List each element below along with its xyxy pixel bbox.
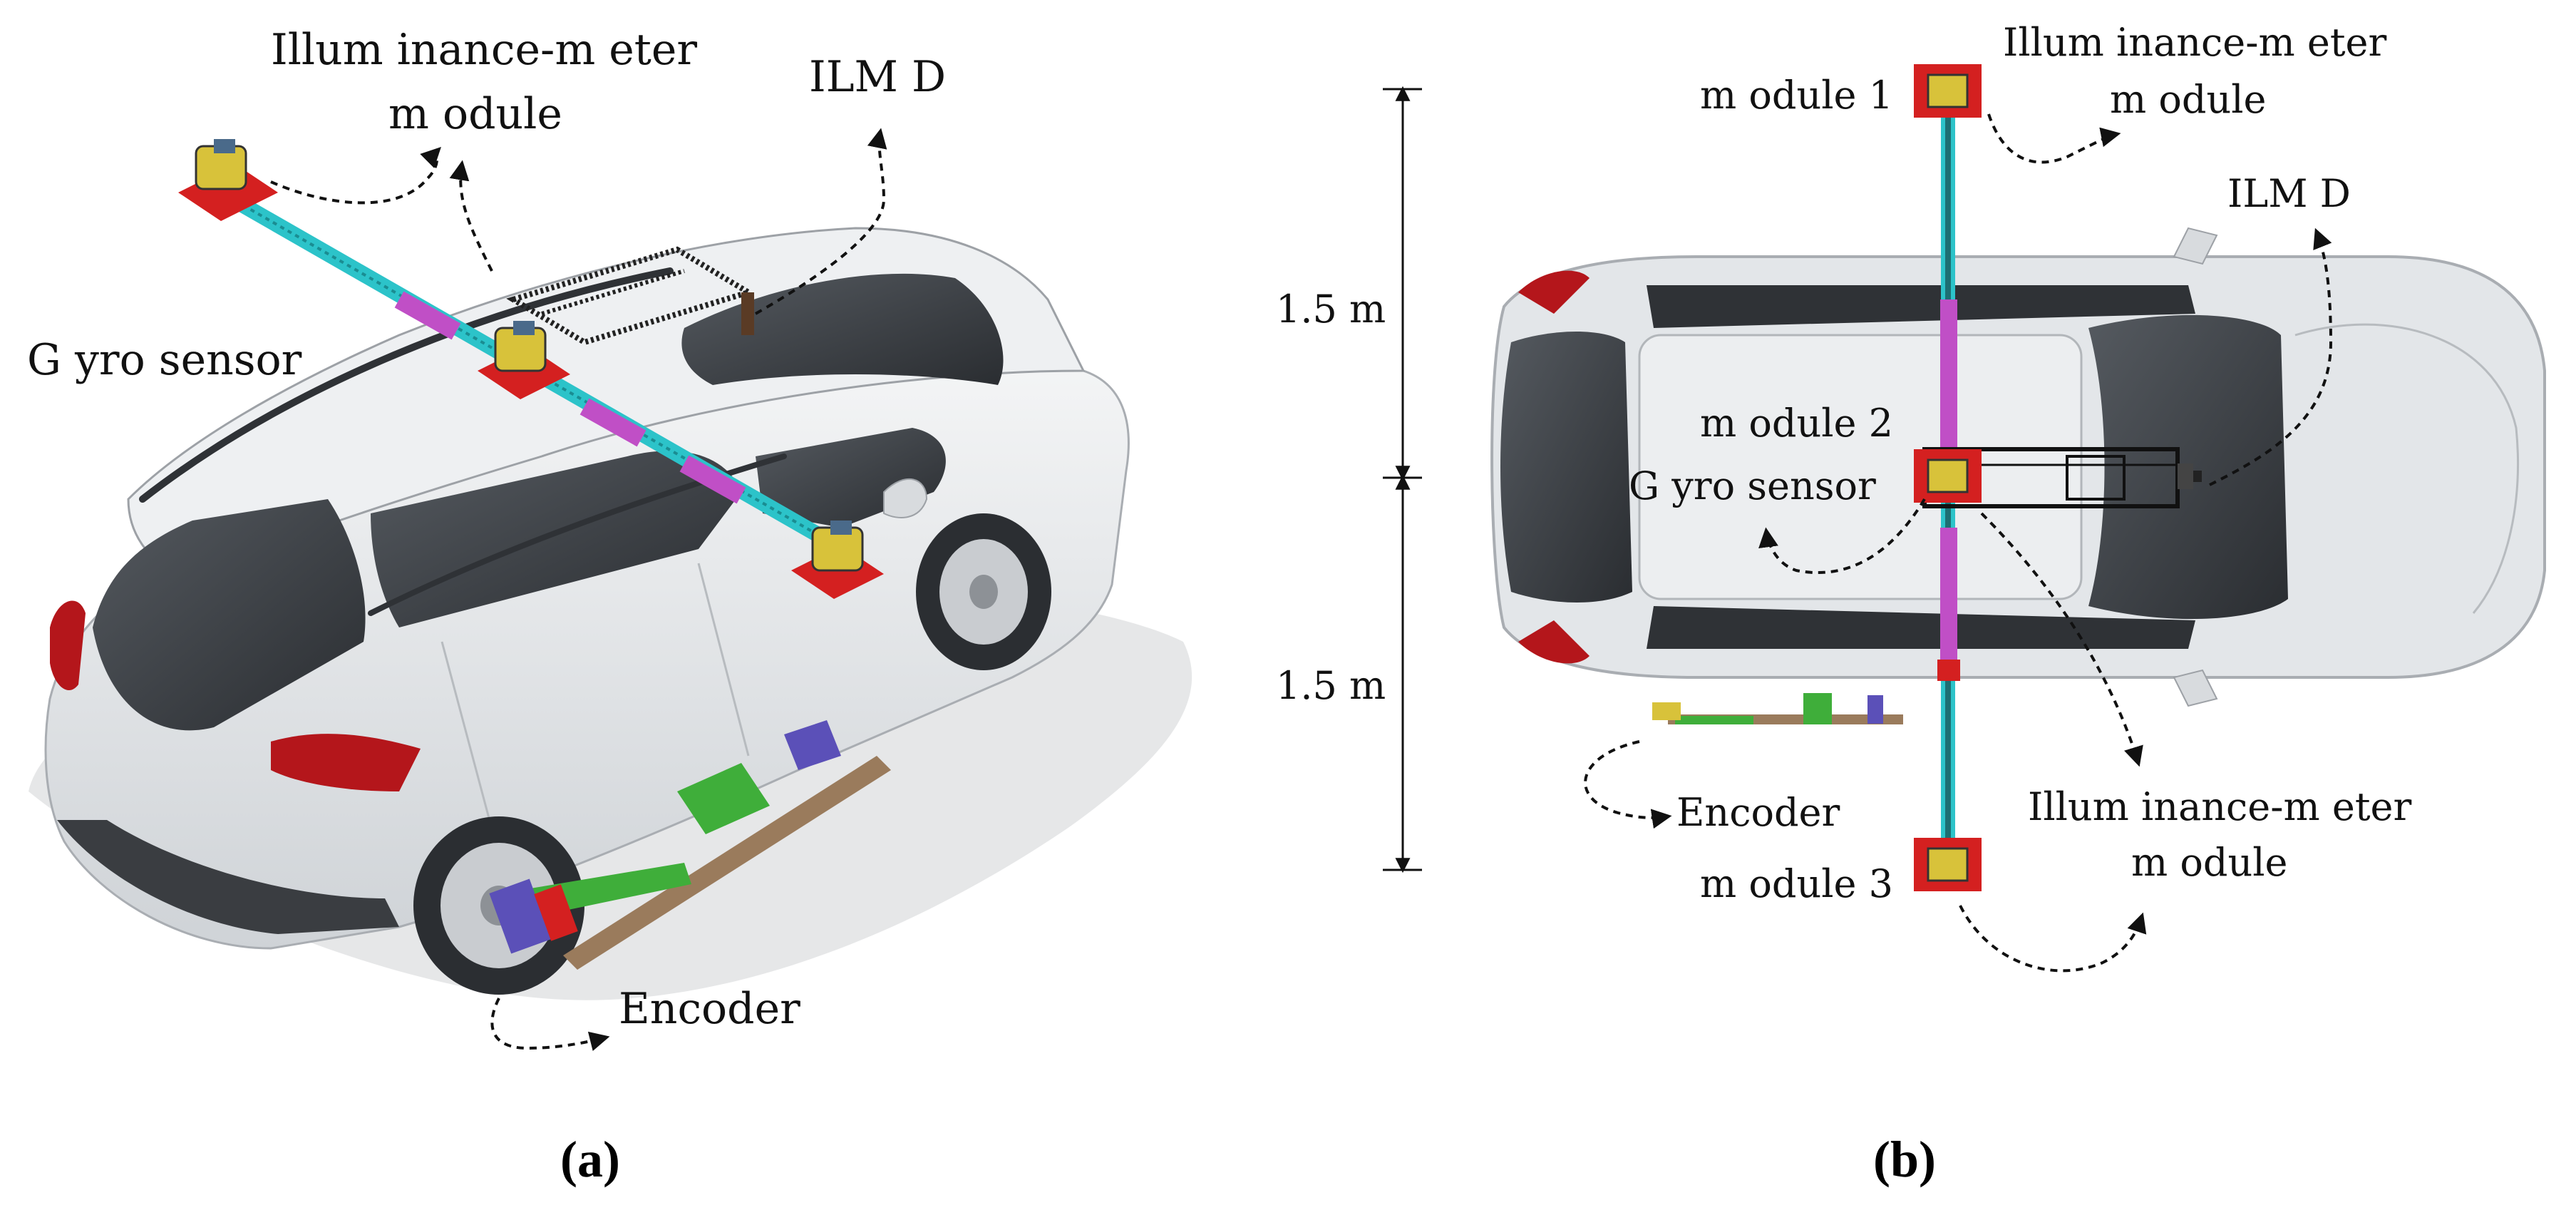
label-b-illuminance-top-2: m odule [2110,77,2266,122]
label-b-illuminance-bottom-2: m odule [2131,840,2287,885]
module-b-2 [1914,449,1982,503]
label-a-gyro: G yro sensor [27,335,302,385]
leader-b-encoder [1584,740,1672,829]
module-a-1 [178,139,278,221]
label-b-module1: m odule 1 [1700,73,1893,118]
leader-b-top [1987,113,2121,164]
leader-a-module-to-label [270,147,441,205]
module-a-3 [791,521,884,599]
label-a-illuminance-line2: m odule [388,89,562,139]
caption-b: (b) [1873,1131,1936,1188]
dim-lower-label: 1.5 m [1276,663,1386,708]
caption-a: (a) [560,1131,620,1188]
dimension-line [1383,86,1422,873]
leader-a-ilmd [755,128,887,315]
module-b-3 [1914,838,1982,891]
leader-b-ilmd [2209,227,2333,486]
label-b-illuminance-top-1: Illum inance-m eter [2003,20,2386,65]
leader-a-module2-to-label [449,160,493,272]
leader-a-encoder [490,998,610,1052]
dim-upper-label: 1.5 m [1276,287,1386,332]
label-b-ilmd: ILM D [2227,171,2351,216]
panel-a: Illum inance-m eter m odule ILM D G yro … [27,25,1192,1188]
panel-b: 1.5 m 1.5 m m odule 1 m odule 2 G yro se… [1276,20,2546,1188]
label-b-module2: m odule 2 [1700,401,1893,446]
module-b-1 [1914,64,1982,118]
label-b-gyro: G yro sensor [1629,463,1876,508]
car-isometric [44,227,1130,995]
label-a-encoder: Encoder [619,984,800,1034]
module-a-2 [478,321,570,399]
label-b-illuminance-bottom-1: Illum inance-m eter [2028,784,2411,829]
label-a-ilmd: ILM D [809,52,946,102]
leader-b-module3 [1959,905,2147,973]
label-a-illuminance-line1: Illum inance-m eter [271,25,697,75]
encoder-rig-a [489,720,891,970]
encoder-rig-b [1652,693,1903,724]
label-b-encoder: Encoder [1676,790,1840,835]
leader-b-gyro [1758,498,1926,575]
wheel-front [916,513,1051,670]
label-b-module3: m odule 3 [1700,861,1893,906]
leader-b-illuminance-bottom [1980,512,2143,767]
